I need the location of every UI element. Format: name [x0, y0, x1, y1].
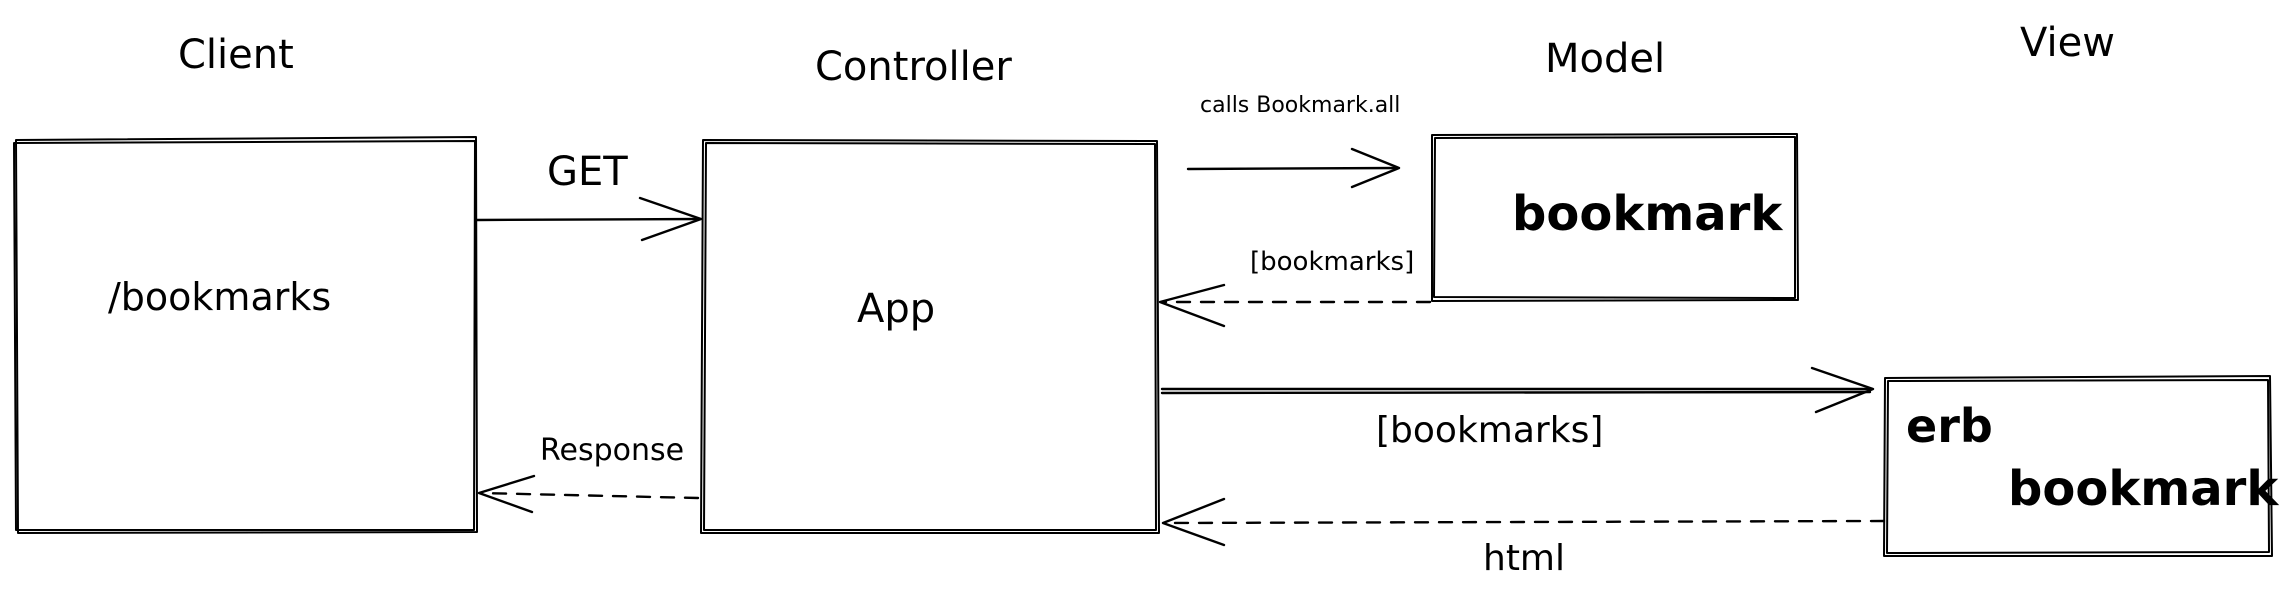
- html-arrow-label: html: [1483, 538, 1565, 579]
- view-box: [1883, 375, 2273, 557]
- controller-box: [700, 139, 1160, 534]
- model-return-arrow-label: [bookmarks]: [1250, 247, 1414, 277]
- controller-box-label: App: [857, 286, 935, 332]
- response-arrow: [477, 474, 700, 514]
- get-arrow-label: GET: [547, 149, 628, 195]
- client-box-label: /bookmarks: [108, 275, 331, 319]
- model-box: [1431, 133, 1799, 302]
- response-arrow-label: Response: [540, 433, 684, 468]
- view-box-label-bookmark: bookmark: [2008, 461, 2279, 517]
- calls-arrow: [1186, 147, 1401, 189]
- calls-arrow-label: calls Bookmark.all: [1200, 93, 1400, 118]
- model-header: Model: [1545, 36, 1665, 82]
- model-box-label: bookmark: [1512, 186, 1783, 242]
- client-header: Client: [178, 32, 294, 78]
- to-view-arrow: [1160, 366, 1875, 414]
- to-view-arrow-label: [bookmarks]: [1376, 410, 1603, 451]
- model-return-arrow: [1158, 283, 1432, 328]
- view-box-label-erb: erb: [1906, 399, 1993, 453]
- controller-header: Controller: [815, 44, 1012, 90]
- html-arrow: [1161, 497, 1886, 547]
- get-arrow: [475, 196, 703, 242]
- client-box: [13, 136, 478, 534]
- view-header: View: [2020, 20, 2115, 66]
